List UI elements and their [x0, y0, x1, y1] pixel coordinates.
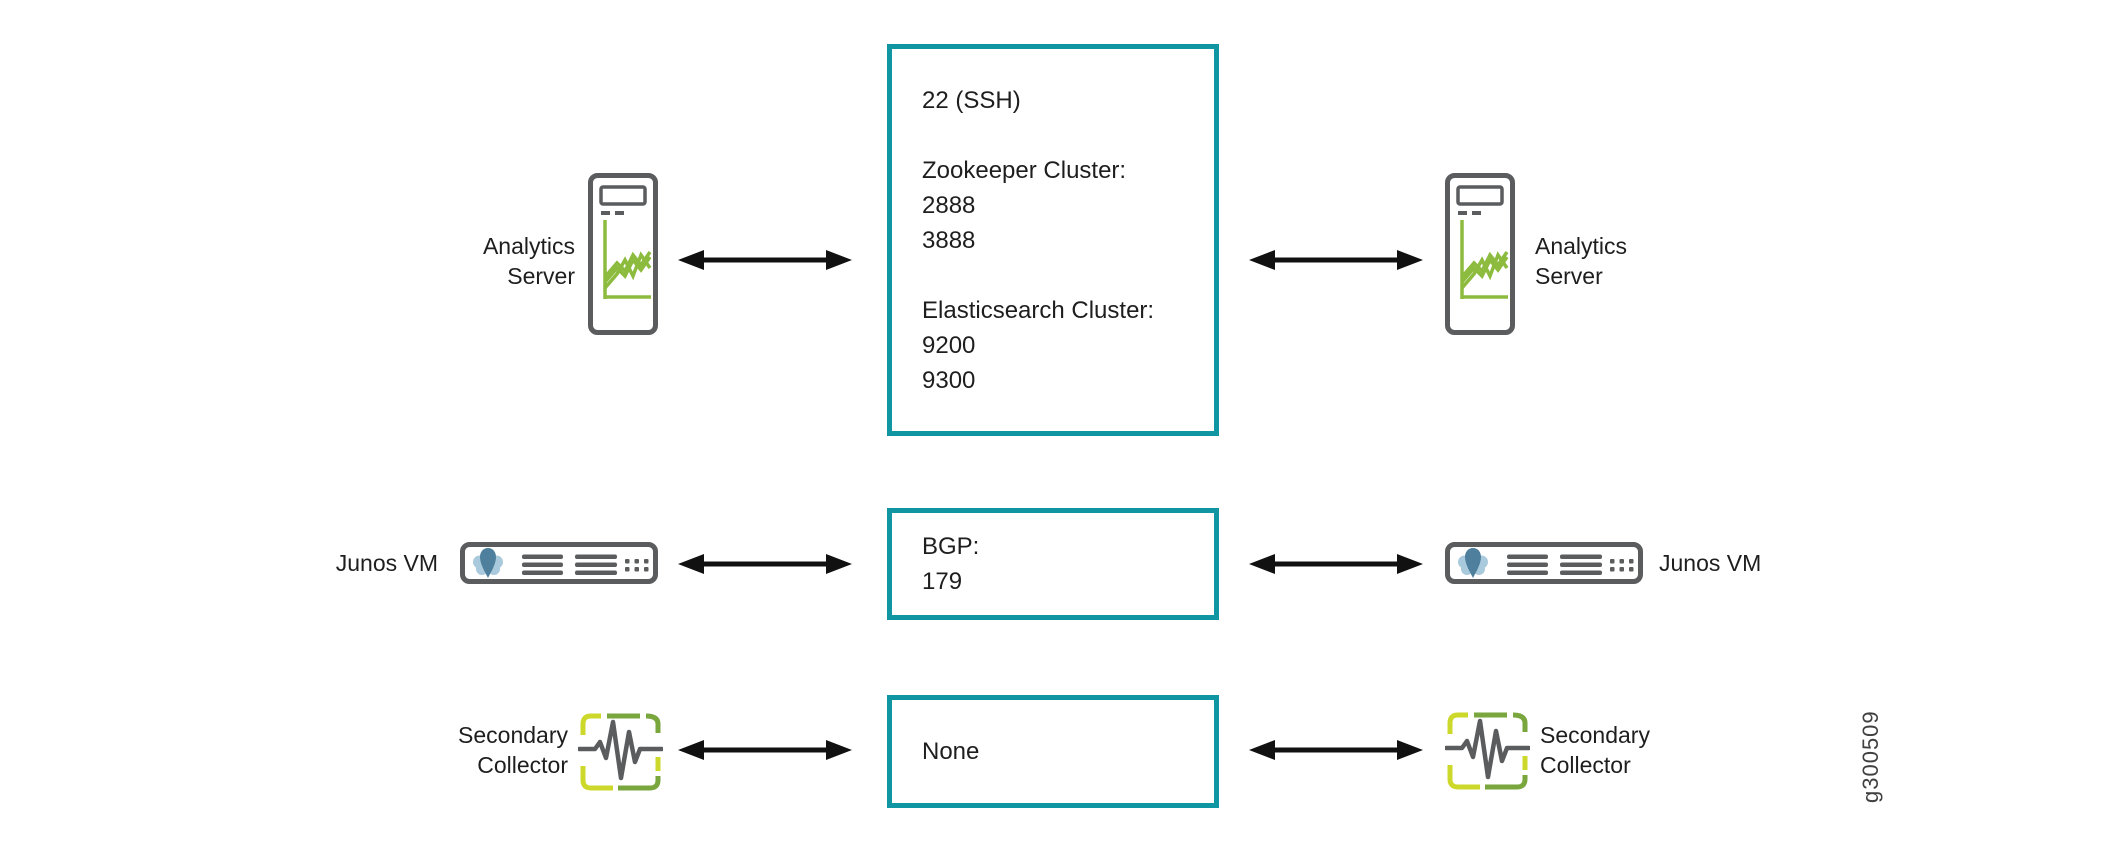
- pulse-waveform: [578, 719, 663, 781]
- analytics-server-icon: [1445, 173, 1515, 335]
- junos-vm-icon: [460, 542, 658, 584]
- line-chart-glyph: [1460, 220, 1509, 299]
- junos-ports-box: BGP: 179: [887, 508, 1219, 620]
- collector-ports-text: None: [922, 738, 980, 765]
- dashed-frame: [1447, 712, 1528, 790]
- analytics-ports-text: 22 (SSH) Zookeeper Cluster: 2888 3888 El…: [922, 86, 1155, 394]
- figure-id-watermark: g300509: [1858, 710, 1883, 803]
- junos-logo: [473, 548, 503, 578]
- bidirectional-arrow: [678, 554, 852, 574]
- server-panel: [599, 185, 647, 206]
- dashed-frame: [580, 713, 661, 791]
- bidirectional-arrow: [1249, 740, 1423, 760]
- junos-ports-text: BGP: 179: [922, 533, 980, 595]
- slot-bars: [522, 554, 649, 575]
- analytics-ports-box: 22 (SSH) Zookeeper Cluster: 2888 3888 El…: [887, 44, 1219, 436]
- junos-vm-label-right: Junos VM: [1659, 550, 1762, 576]
- junos-vm-label-left: Junos VM: [335, 550, 438, 576]
- junos-vm-icon: [1445, 542, 1643, 584]
- junos-logo: [1458, 548, 1488, 578]
- bidirectional-arrow: [678, 250, 852, 270]
- analytics-server-label-left: Analytics Server: [482, 233, 575, 289]
- slot-bars: [1507, 554, 1634, 575]
- bidirectional-arrow: [1249, 554, 1423, 574]
- collector-ports-box: None: [887, 695, 1219, 808]
- analytics-server-label-right: Analytics Server: [1535, 233, 1628, 289]
- line-chart-glyph: [603, 220, 652, 299]
- pulse-waveform: [1445, 718, 1530, 780]
- secondary-collector-label-left: Secondary Collector: [458, 722, 568, 778]
- secondary-collector-icon: [1445, 712, 1530, 790]
- bidirectional-arrow: [678, 740, 852, 760]
- bidirectional-arrow: [1249, 250, 1423, 270]
- analytics-server-icon: [588, 173, 658, 335]
- secondary-collector-icon: [578, 713, 663, 791]
- secondary-collector-label-right: Secondary Collector: [1540, 722, 1650, 778]
